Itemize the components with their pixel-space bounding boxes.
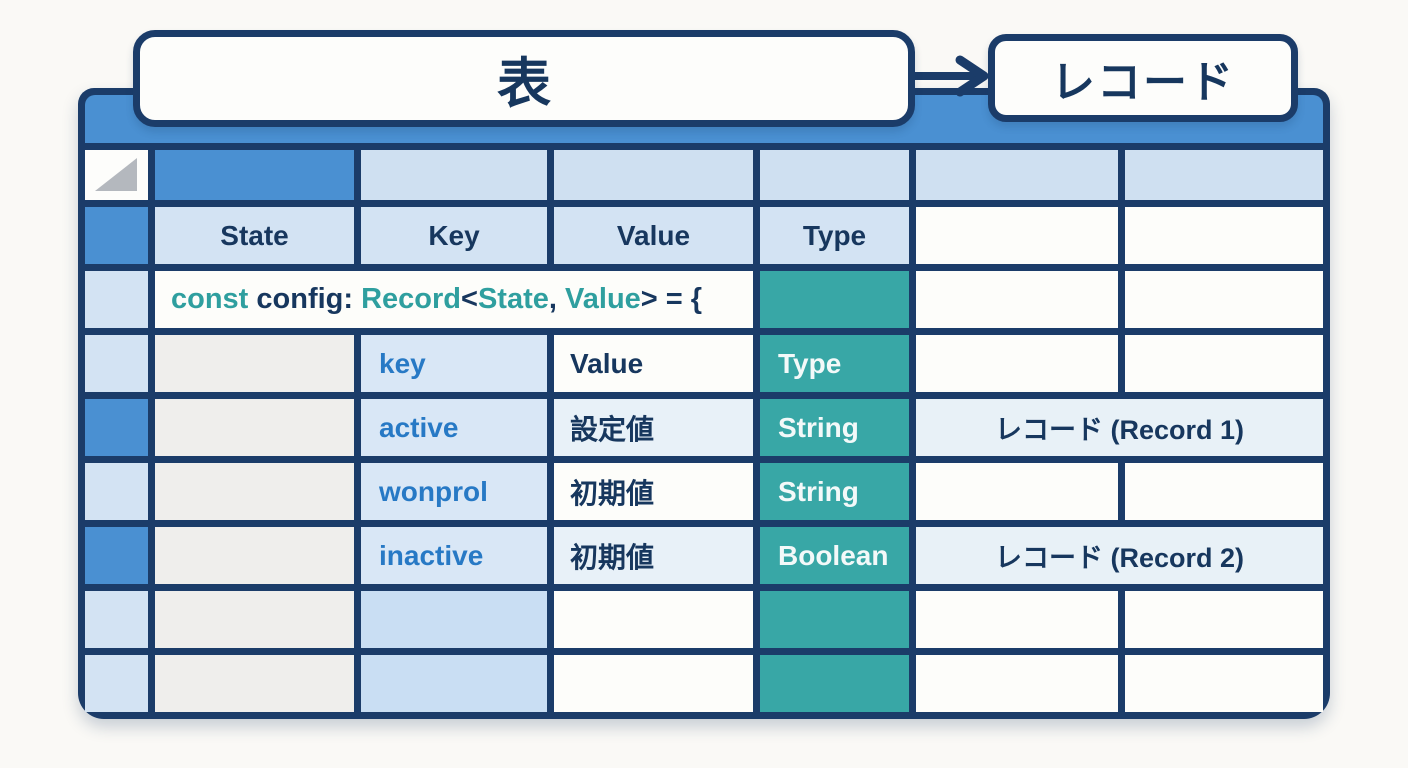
- key-cell: inactive: [361, 527, 547, 584]
- value-cell: [554, 655, 753, 712]
- key-cell: key: [361, 335, 547, 392]
- state-cell: [155, 655, 354, 712]
- empty-cell: [1125, 591, 1323, 648]
- header-row: State Key Value Type: [85, 207, 1323, 264]
- empty-cell: [760, 150, 909, 200]
- record-label-box: レコード: [988, 34, 1298, 122]
- state-cell: [155, 399, 354, 456]
- data-row: inactive 初期値 Boolean レコード (Record 2): [85, 527, 1323, 584]
- code-row: const config: Record<State, Value> = {: [85, 271, 1323, 328]
- row-header-cell: [85, 271, 148, 328]
- code-token: = {: [657, 283, 703, 315]
- select-all-triangle-icon: [95, 158, 137, 191]
- empty-cell: [1125, 335, 1323, 392]
- sheet-grid: State Key Value Type const config: Recor…: [78, 143, 1330, 719]
- data-row: key Value Type: [85, 335, 1323, 392]
- state-cell: [155, 591, 354, 648]
- empty-row: [85, 591, 1323, 648]
- data-row: wonprol 初期値 String: [85, 463, 1323, 520]
- header-value: Value: [554, 207, 753, 264]
- state-cell: [155, 463, 354, 520]
- value-cell: 設定値: [554, 399, 753, 456]
- value-cell: 初期値: [554, 463, 753, 520]
- type-cell: String: [760, 399, 909, 456]
- code-cell: const config: Record<State, Value> = {: [155, 271, 753, 328]
- key-cell: [361, 591, 547, 648]
- row-header-cell: [85, 335, 148, 392]
- row-header-cell: [85, 655, 148, 712]
- row-header-cell: [85, 527, 148, 584]
- code-token: Record: [361, 283, 462, 315]
- header-type: Type: [760, 207, 909, 264]
- column-strip-row: [85, 150, 1323, 200]
- type-cell: Type: [760, 335, 909, 392]
- code-token: <: [461, 283, 478, 315]
- key-cell: [361, 655, 547, 712]
- empty-cell: [916, 655, 1118, 712]
- empty-cell: [1125, 207, 1323, 264]
- key-cell: active: [361, 399, 547, 456]
- key-cell: wonprol: [361, 463, 547, 520]
- type-column-cell: [760, 271, 909, 328]
- table-label-box: 表: [133, 30, 915, 127]
- code-token: const: [171, 283, 257, 315]
- empty-cell: [361, 150, 547, 200]
- empty-row: [85, 655, 1323, 712]
- data-row: active 設定値 String レコード (Record 1): [85, 399, 1323, 456]
- empty-cell: [916, 271, 1118, 328]
- empty-cell: [1125, 463, 1323, 520]
- code-token: config:: [256, 283, 362, 315]
- value-cell: [554, 591, 753, 648]
- empty-cell: [554, 150, 753, 200]
- code-token: >: [640, 283, 658, 315]
- header-state: State: [155, 207, 354, 264]
- empty-cell: [1125, 271, 1323, 328]
- row-header-cell: [85, 591, 148, 648]
- code-token: Value: [565, 283, 641, 315]
- row-header-cell: [85, 399, 148, 456]
- record-label: レコード: [1051, 58, 1235, 107]
- header-key: Key: [361, 207, 547, 264]
- empty-cell: [1125, 655, 1323, 712]
- state-cell: [155, 527, 354, 584]
- empty-cell: [916, 335, 1118, 392]
- state-cell: [155, 335, 354, 392]
- value-cell: 初期値: [554, 527, 753, 584]
- empty-cell: [916, 207, 1118, 264]
- empty-cell: [1125, 150, 1323, 200]
- select-all-cell: [85, 150, 148, 200]
- empty-cell: [916, 591, 1118, 648]
- empty-cell: [916, 150, 1118, 200]
- type-cell: Boolean: [760, 527, 909, 584]
- row-header-cell: [85, 207, 148, 264]
- code-token: State: [477, 283, 549, 315]
- record-1-cell: レコード (Record 1): [916, 399, 1323, 456]
- code-token: ,: [548, 283, 566, 315]
- spreadsheet: State Key Value Type const config: Recor…: [78, 88, 1330, 719]
- selected-column-cell: [155, 150, 354, 200]
- empty-cell: [916, 463, 1118, 520]
- record-2-cell: レコード (Record 2): [916, 527, 1323, 584]
- row-header-cell: [85, 463, 148, 520]
- type-cell: String: [760, 463, 909, 520]
- table-label: 表: [497, 54, 551, 114]
- type-cell: [760, 591, 909, 648]
- type-cell: [760, 655, 909, 712]
- value-cell: Value: [554, 335, 753, 392]
